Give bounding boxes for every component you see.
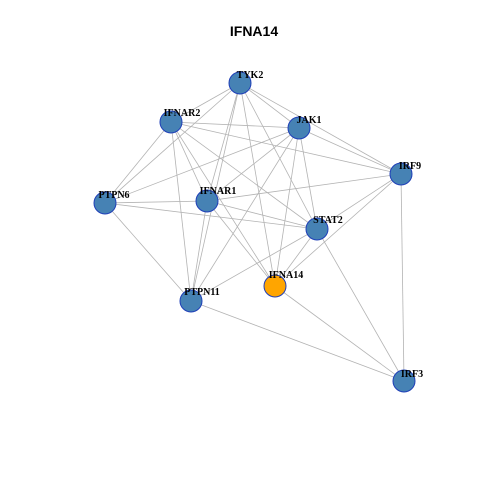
edge-ptpn6-ifnar1 xyxy=(104,200,208,204)
edge-jak1-ifnar1 xyxy=(206,127,300,202)
node-ifnar1[interactable]: IFNAR1 xyxy=(195,186,237,213)
node-ptpn6[interactable]: PTPN6 xyxy=(93,190,130,215)
edge-irf9-stat2 xyxy=(316,173,402,230)
node-label-stat2: STAT2 xyxy=(313,215,343,226)
edge-ptpn11-irf3 xyxy=(190,300,405,382)
edge-jak1-ptpn6 xyxy=(104,127,300,204)
edge-tyk2-ifna14 xyxy=(239,82,276,287)
edge-tyk2-ifnar1 xyxy=(206,82,241,202)
node-circle-ptpn11[interactable] xyxy=(179,289,203,313)
edge-irf9-ifna14 xyxy=(274,173,402,287)
edge-jak1-irf9 xyxy=(298,127,402,175)
edge-ptpn6-stat2 xyxy=(104,202,318,230)
edge-tyk2-ptpn6 xyxy=(104,82,241,204)
node-jak1[interactable]: JAK1 xyxy=(287,115,322,140)
node-stat2[interactable]: STAT2 xyxy=(305,215,343,241)
edge-ifnar2-irf9 xyxy=(170,121,402,175)
node-label-irf3: IRF3 xyxy=(401,369,423,380)
node-irf3[interactable]: IRF3 xyxy=(392,369,423,393)
edge-tyk2-jak1 xyxy=(239,82,300,129)
node-label-ifna14: IFNA14 xyxy=(269,270,303,281)
node-ptpn11[interactable]: PTPN11 xyxy=(179,287,220,313)
node-circle-tyk2[interactable] xyxy=(228,71,252,95)
node-label-jak1: JAK1 xyxy=(297,115,322,126)
edge-ifnar1-ifna14 xyxy=(206,200,276,287)
edge-irf9-ifnar1 xyxy=(206,173,402,202)
node-circle-irf3[interactable] xyxy=(392,369,416,393)
edge-tyk2-stat2 xyxy=(239,82,318,230)
node-circle-jak1[interactable] xyxy=(287,116,311,140)
node-label-ptpn6: PTPN6 xyxy=(98,190,129,201)
diagram-title: IFNA14 xyxy=(230,23,278,39)
node-label-ifnar2: IFNAR2 xyxy=(164,108,201,119)
edge-ifnar2-stat2 xyxy=(170,121,318,230)
node-label-irf9: IRF9 xyxy=(399,161,421,172)
node-circle-ifnar1[interactable] xyxy=(195,189,219,213)
node-circle-irf9[interactable] xyxy=(389,162,413,186)
edge-jak1-ptpn11 xyxy=(190,127,300,302)
edge-jak1-ifna14 xyxy=(274,127,300,287)
edge-ifnar2-ifna14 xyxy=(170,121,276,287)
edge-ifnar2-ptpn11 xyxy=(170,121,192,302)
edge-ifnar2-ptpn6 xyxy=(104,121,172,204)
node-label-tyk2: TYK2 xyxy=(237,70,264,81)
edge-ifna14-irf3 xyxy=(274,285,405,382)
edge-ifnar2-ifnar1 xyxy=(170,121,208,202)
node-tyk2[interactable]: TYK2 xyxy=(228,70,264,95)
edge-jak1-stat2 xyxy=(298,127,318,230)
node-label-ptpn11: PTPN11 xyxy=(184,287,220,298)
node-irf9[interactable]: IRF9 xyxy=(389,161,421,186)
edge-stat2-ifna14 xyxy=(274,228,318,287)
edge-ifnar1-stat2 xyxy=(206,200,318,230)
node-label-ifnar1: IFNAR1 xyxy=(200,186,237,197)
edge-tyk2-irf9 xyxy=(239,82,402,175)
edge-irf9-irf3 xyxy=(400,173,405,382)
node-circle-ptpn6[interactable] xyxy=(93,191,117,215)
node-ifna14[interactable]: IFNA14 xyxy=(263,270,303,298)
edge-stat2-ptpn11 xyxy=(190,228,318,302)
edge-ifnar1-ptpn11 xyxy=(190,200,208,302)
node-circle-ifnar2[interactable] xyxy=(159,110,183,134)
edge-stat2-irf3 xyxy=(316,228,405,382)
node-ifnar2[interactable]: IFNAR2 xyxy=(159,108,201,134)
edge-tyk2-ifnar2 xyxy=(170,82,241,123)
edge-ifnar2-jak1 xyxy=(170,121,300,129)
edge-ptpn6-ptpn11 xyxy=(104,202,192,302)
edge-layer xyxy=(104,82,405,382)
node-circle-stat2[interactable] xyxy=(305,217,329,241)
node-circle-ifna14[interactable] xyxy=(263,274,287,298)
